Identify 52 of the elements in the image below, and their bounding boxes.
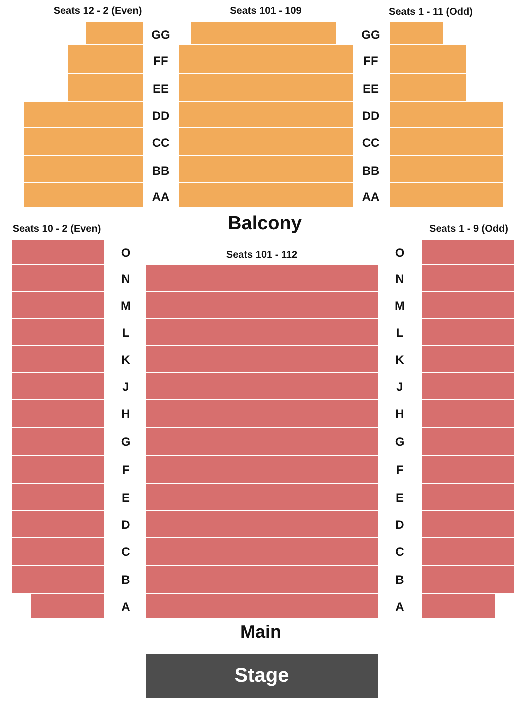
row-label: C xyxy=(122,546,130,558)
row-label: M xyxy=(121,300,131,312)
row-label: A xyxy=(396,600,404,612)
section-label: Seats 1 - 9 (Odd) xyxy=(430,225,508,235)
row-label: AA xyxy=(152,190,170,202)
row-label: L xyxy=(396,326,404,338)
section-label: Seats 12 - 2 (Even) xyxy=(54,7,142,17)
row-label: EE xyxy=(363,83,379,95)
row-label: E xyxy=(122,492,130,504)
stage-block xyxy=(146,654,378,698)
section-label: Seats 101 - 109 xyxy=(230,7,302,17)
row-label: O xyxy=(121,246,131,258)
row-label: J xyxy=(122,380,130,392)
row-label: O xyxy=(395,246,405,258)
row-label: N xyxy=(122,272,130,284)
row-label: CC xyxy=(152,137,170,149)
row-label: FF xyxy=(364,54,378,66)
row-label: F xyxy=(396,464,404,476)
row-label: CC xyxy=(362,137,380,149)
row-label: N xyxy=(396,272,404,284)
row-label: H xyxy=(396,408,404,420)
row-label: GG xyxy=(152,28,170,40)
row-label: DD xyxy=(362,110,380,122)
row-label: BB xyxy=(152,164,170,176)
row-label: L xyxy=(122,326,130,338)
row-label: K xyxy=(396,354,404,366)
row-label: FF xyxy=(154,54,168,66)
row-label: J xyxy=(396,380,404,392)
row-label: F xyxy=(122,464,130,476)
row-label: GG xyxy=(362,28,380,40)
area-title: Main xyxy=(240,623,282,641)
row-label: A xyxy=(122,600,130,612)
row-label: AA xyxy=(362,190,380,202)
row-label: C xyxy=(396,546,404,558)
row-label: G xyxy=(395,436,405,448)
row-label: D xyxy=(396,518,404,530)
row-label: E xyxy=(396,492,404,504)
section-label: Seats 10 - 2 (Even) xyxy=(12,225,102,235)
row-label: BB xyxy=(362,164,380,176)
row-label: EE xyxy=(153,83,169,95)
row-label: H xyxy=(122,408,130,420)
row-label: K xyxy=(122,354,130,366)
row-label: M xyxy=(395,300,405,312)
area-title: Balcony xyxy=(228,214,302,234)
row-label: B xyxy=(122,574,130,586)
row-label: DD xyxy=(152,110,170,122)
section-label: Seats 1 - 11 (Odd) xyxy=(389,8,473,18)
stage-label: Stage xyxy=(234,664,290,688)
row-label: D xyxy=(122,518,130,530)
row-label: B xyxy=(396,574,404,586)
row-label: G xyxy=(121,436,131,448)
section-label: Seats 101 - 112 xyxy=(226,251,298,261)
